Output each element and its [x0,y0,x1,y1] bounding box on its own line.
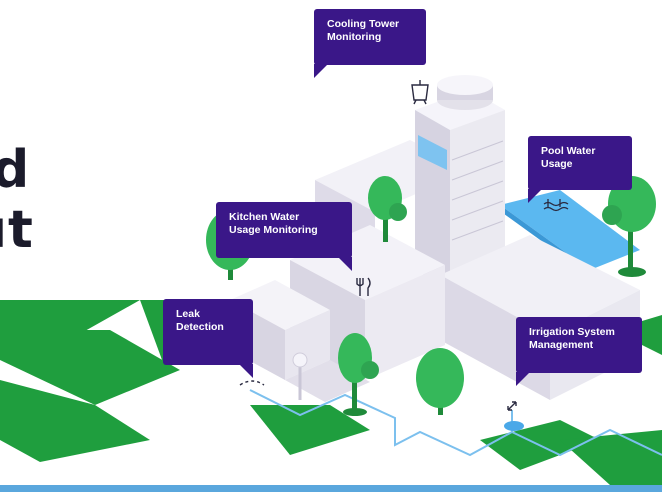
callout-irrigation: Irrigation System Management [516,317,642,386]
callout-leak-detection: Leak Detection [163,299,253,378]
pool-waves-icon [543,199,569,212]
callout-irrigation-text: Irrigation System Management [529,326,615,351]
tree [416,348,464,415]
headline: d ut [0,140,34,260]
headline-line-1: d [0,140,31,200]
pipe-junction [504,421,524,431]
callout-kitchen-water-text: Kitchen Water Usage Monitoring [229,211,318,236]
lamp-post [292,352,308,400]
tree [368,176,407,242]
callout-pool-water-text: Pool Water Usage [541,145,596,170]
callout-pool-water: Pool Water Usage [528,136,632,203]
leak-drops-icon [239,380,265,386]
utensils-icon [356,277,371,296]
tree [602,176,656,277]
callout-cooling-tower: Cooling Tower Monitoring [314,9,426,78]
pool [500,190,640,270]
callout-leak-detection-text: Leak Detection [176,308,224,333]
sprinkler-icon [507,401,517,411]
bottom-accent-bar [0,485,662,492]
callout-cooling-tower-text: Cooling Tower Monitoring [327,18,400,43]
headline-line-2: ut [0,200,34,260]
cooling-tower-icon [411,80,429,105]
callout-kitchen-water: Kitchen Water Usage Monitoring [216,202,352,271]
tree [338,333,379,416]
